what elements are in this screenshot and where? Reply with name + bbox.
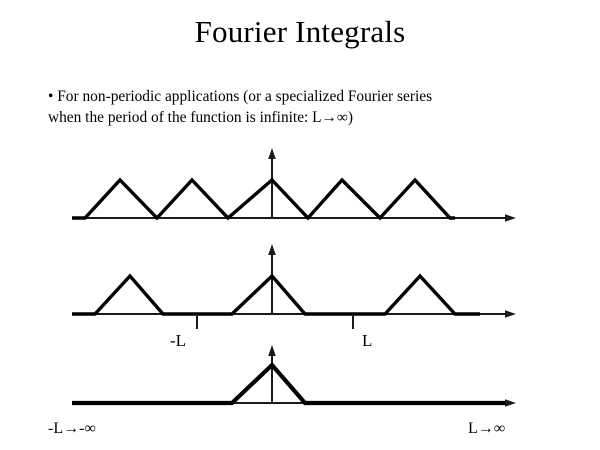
plot-bottom-single-pulse: -L→-∞ L→∞ [48, 345, 516, 437]
plot-middle-periodic-wave: -L L [72, 244, 516, 350]
bullet-line-1: • For non-periodic applications (or a sp… [48, 86, 568, 107]
plot-bottom-label-left-limit: -L→-∞ [48, 420, 96, 437]
plot-bottom-y-axis-arrowhead [268, 345, 276, 356]
page-title: Fourier Integrals [194, 14, 406, 49]
plot-bottom-x-axis-arrowhead [505, 399, 516, 407]
plot-middle-x-axis-arrowhead [505, 310, 516, 318]
plot-top-x-axis-arrowhead [505, 214, 516, 222]
bullet-text-line-1: For non-periodic applications (or a spec… [57, 88, 433, 105]
plot-top-y-axis-arrowhead [268, 148, 276, 159]
plot-middle-tick-label-negative-L: -L [170, 331, 186, 350]
plot-bottom-waveform [72, 361, 505, 406]
bullet-text-line-2: when the period of the function is infin… [48, 109, 354, 126]
figures-group: -L L -L→-∞ L→∞ [0, 140, 600, 450]
bullet-marker: • [48, 88, 54, 105]
bullet-paragraph: • For non-periodic applications (or a sp… [48, 86, 568, 128]
plot-top-periodic-wave [72, 148, 516, 222]
plot-middle-waveform [72, 273, 480, 316]
plot-top-waveform [72, 177, 455, 221]
plot-middle-y-axis-arrowhead [268, 244, 276, 255]
plot-middle-tick-label-positive-L: L [362, 331, 372, 350]
bullet-line-2: when the period of the function is infin… [48, 107, 568, 128]
plot-bottom-label-right-limit: L→∞ [468, 420, 505, 437]
